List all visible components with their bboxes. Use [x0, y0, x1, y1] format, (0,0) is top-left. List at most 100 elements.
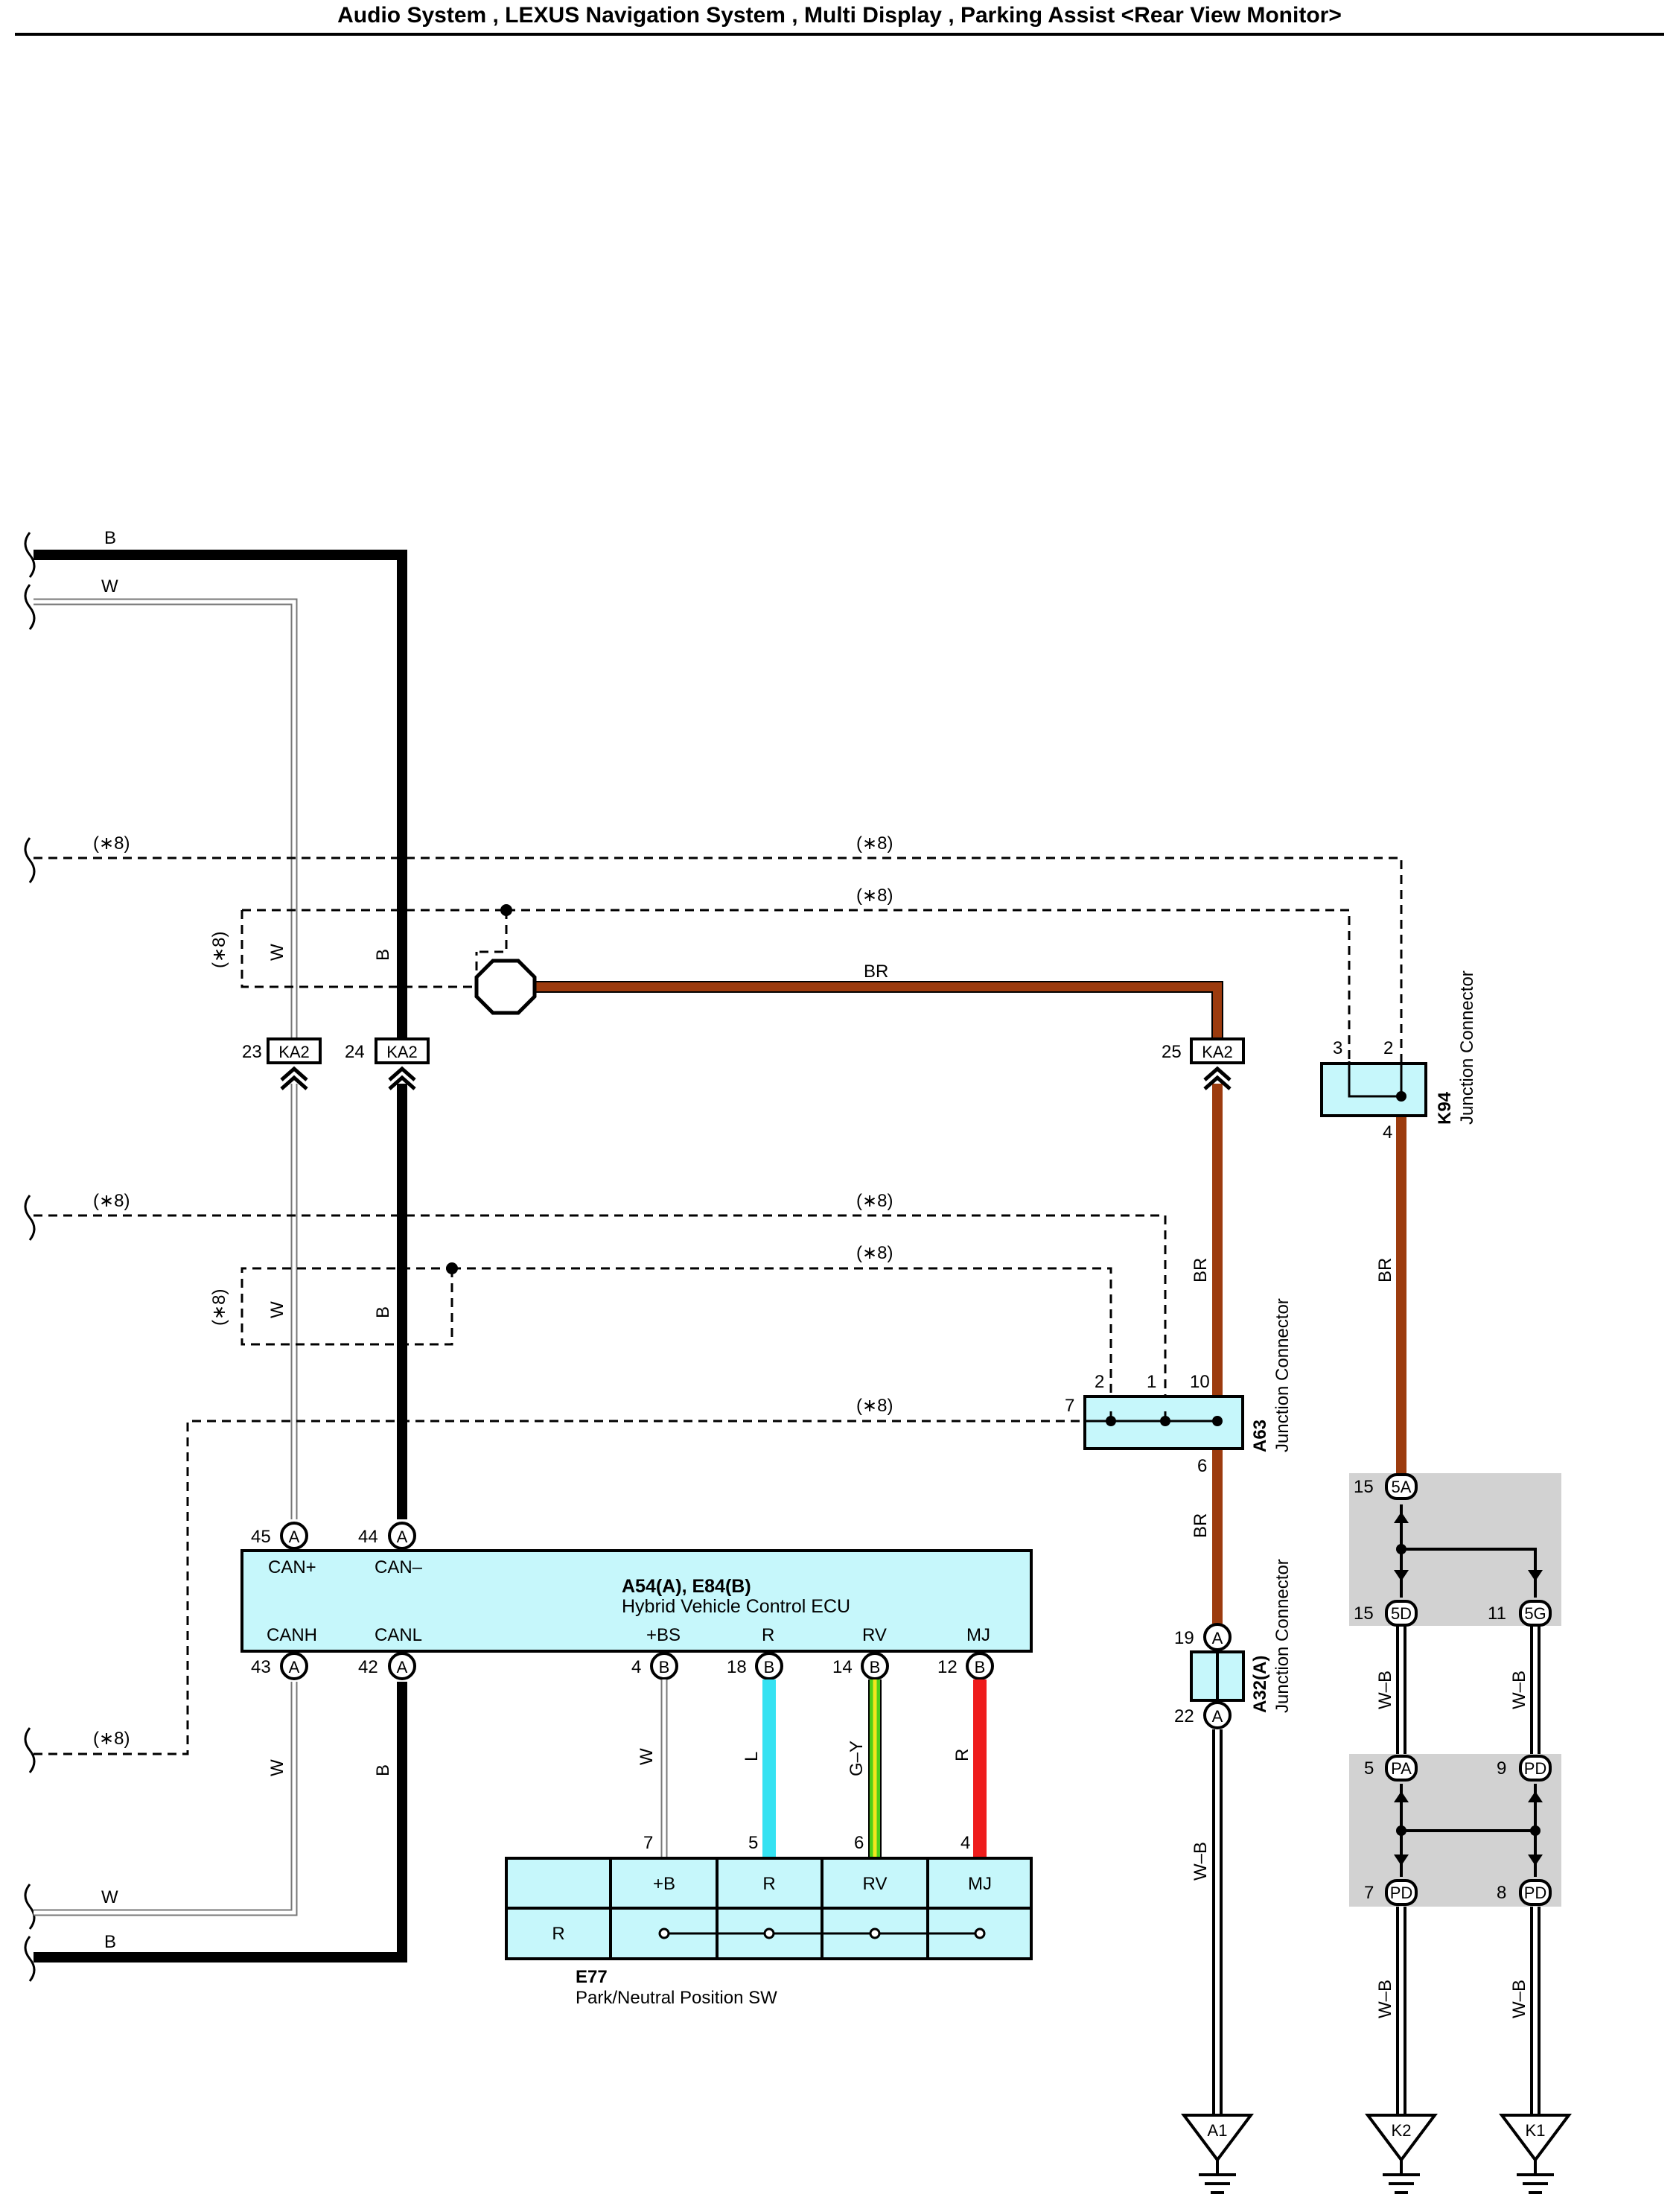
- ecu-terminal-canl: CANL: [375, 1625, 422, 1645]
- ecu-pin-letter: A: [289, 1658, 300, 1677]
- junction-block-lower: PA 5 PD 9 PD 7 PD 8: [1349, 1754, 1561, 1907]
- a32-letter: A: [1212, 1707, 1223, 1726]
- break-mark: [24, 1936, 36, 1982]
- junction-code-pd: PD: [1524, 1759, 1547, 1778]
- white-wire-w: [34, 598, 298, 1916]
- ecu-pin-letter: A: [397, 1528, 408, 1546]
- wire-label-w-b: W–B: [1191, 1842, 1211, 1881]
- a63-pin-2: 2: [1095, 1372, 1104, 1392]
- white-black-wires: [1212, 1624, 1541, 2115]
- wire-label-br: BR: [864, 962, 888, 982]
- e77-pin-5: 5: [748, 1833, 758, 1853]
- junction-pin-11: 11: [1488, 1604, 1506, 1624]
- junction-code-5a: 5A: [1392, 1478, 1412, 1496]
- option-note-labels: (∗8) (∗8) (∗8) (∗8) (∗8) (∗8) (∗8) (∗8) …: [93, 833, 893, 1749]
- wire-label-b: B: [104, 528, 116, 548]
- ground-points: A1 K2 K1: [1181, 2114, 1572, 2194]
- wire-label-w: W: [101, 576, 118, 597]
- wire-label-w: W: [267, 1301, 287, 1318]
- wire-label-w-b: W–B: [1375, 1671, 1395, 1709]
- option-note: (∗8): [856, 1243, 893, 1263]
- option-note: (∗8): [856, 1396, 893, 1416]
- ground-label-a1: A1: [1208, 2121, 1228, 2140]
- wire-label-w: W: [637, 1748, 657, 1765]
- ecu-pin-43: 43: [251, 1657, 271, 1677]
- brown-wire-outline: [532, 981, 1223, 1050]
- break-mark: [24, 837, 36, 883]
- junction-code-5g: 5G: [1524, 1604, 1546, 1623]
- ecu-terminal-r: R: [762, 1625, 774, 1645]
- wire-label-br: BR: [1375, 1258, 1395, 1283]
- a32-letter: A: [1212, 1629, 1223, 1647]
- ecu-pin-letter: A: [397, 1658, 408, 1677]
- option-note: (∗8): [856, 886, 893, 906]
- wire-label-b: B: [104, 1932, 116, 1952]
- ecu-terminal-can-plus: CAN+: [268, 1557, 316, 1577]
- ecu-pin-44: 44: [358, 1527, 378, 1547]
- joint-connector-octagon: [474, 959, 537, 1015]
- splice-point: [500, 904, 512, 916]
- junction-code-pa: PA: [1391, 1759, 1412, 1778]
- a32-pin-22: 22: [1174, 1706, 1194, 1726]
- wire-label-b: B: [373, 1764, 393, 1776]
- option-note: (∗8): [93, 1729, 130, 1749]
- k94-pin-4: 4: [1383, 1122, 1392, 1142]
- wire-label-b: B: [373, 949, 393, 961]
- black-wire-b: [34, 550, 407, 1962]
- junction-code-pd: PD: [1524, 1884, 1547, 1902]
- e77-position-r: R: [552, 1924, 564, 1944]
- ground-icon: K2: [1365, 2114, 1438, 2194]
- ecu-pin-14: 14: [832, 1657, 853, 1677]
- ecu-pin-letter: A: [289, 1528, 300, 1546]
- ecu-pin-letter: B: [870, 1658, 881, 1677]
- ground-label-k1: K1: [1526, 2121, 1546, 2140]
- ecu-pin-12: 12: [937, 1657, 958, 1677]
- ecu-terminal-can-minus: CAN–: [375, 1557, 423, 1577]
- ecu-pin-45: 45: [251, 1527, 271, 1547]
- wire-label-w: W: [267, 1759, 287, 1776]
- wire-label-w: W: [101, 1887, 118, 1907]
- ka2-box-25: [1190, 1037, 1245, 1064]
- e77-terminal-rv: RV: [863, 1874, 888, 1894]
- ecu-pin-18: 18: [727, 1657, 747, 1677]
- junction-code-5d: 5D: [1391, 1604, 1412, 1623]
- ecu-name: Hybrid Vehicle Control ECU: [622, 1596, 850, 1617]
- e77-id: E77: [576, 1967, 608, 1987]
- ka2-pin-25: 25: [1162, 1042, 1182, 1062]
- ecu-pin-letter: B: [659, 1658, 670, 1677]
- a32-id: A32(A): [1250, 1656, 1270, 1713]
- k94-pin-2: 2: [1383, 1038, 1393, 1058]
- wire-label-l: L: [742, 1752, 762, 1761]
- wire-label-g-y: G–Y: [847, 1741, 867, 1776]
- park-neutral-position-switch: +B R RV MJ R 7 5 6 4 E77 Park/Neutral Po…: [505, 1833, 1033, 2008]
- e77-terminal-plus-b: +B: [653, 1874, 675, 1894]
- break-mark: [24, 1195, 36, 1241]
- wire-label-br: BR: [1191, 1513, 1211, 1538]
- ka2-pin-24: 24: [345, 1042, 365, 1062]
- ecu-id: A54(A), E84(B): [622, 1576, 751, 1597]
- option-note: (∗8): [856, 833, 893, 854]
- ka2-box-23: [267, 1037, 322, 1064]
- junction-pin-15: 15: [1354, 1477, 1374, 1497]
- junction-pin-7: 7: [1364, 1883, 1374, 1903]
- a32-pin-19: 19: [1174, 1628, 1194, 1648]
- title-rule: [15, 33, 1664, 36]
- ka2-pin-23: 23: [242, 1042, 262, 1062]
- ecu-pin-42: 42: [358, 1657, 378, 1677]
- ground-icon: K1: [1499, 2114, 1572, 2194]
- wire-label-w-b: W–B: [1375, 1980, 1395, 2018]
- a63-name: Junction Connector: [1272, 1298, 1293, 1452]
- a63-id: A63: [1250, 1420, 1270, 1452]
- e77-pin-6: 6: [854, 1833, 864, 1853]
- e77-terminal-r: R: [762, 1874, 775, 1894]
- junction-block-upper: 5A 15 5D 15 5G 11: [1349, 1473, 1561, 1627]
- ka2-connectors: KA2 23 KA2 24 KA2 25: [242, 1037, 1245, 1090]
- e77-name: Park/Neutral Position SW: [576, 1988, 777, 2008]
- a63-pin-1: 1: [1147, 1372, 1156, 1392]
- break-mark: [24, 584, 36, 630]
- brown-wire-br: [532, 982, 1406, 1624]
- a63-pin-7: 7: [1065, 1396, 1074, 1416]
- ecu-terminal-plus-bs: +BS: [646, 1625, 681, 1645]
- ecu-terminal-mj: MJ: [966, 1625, 990, 1645]
